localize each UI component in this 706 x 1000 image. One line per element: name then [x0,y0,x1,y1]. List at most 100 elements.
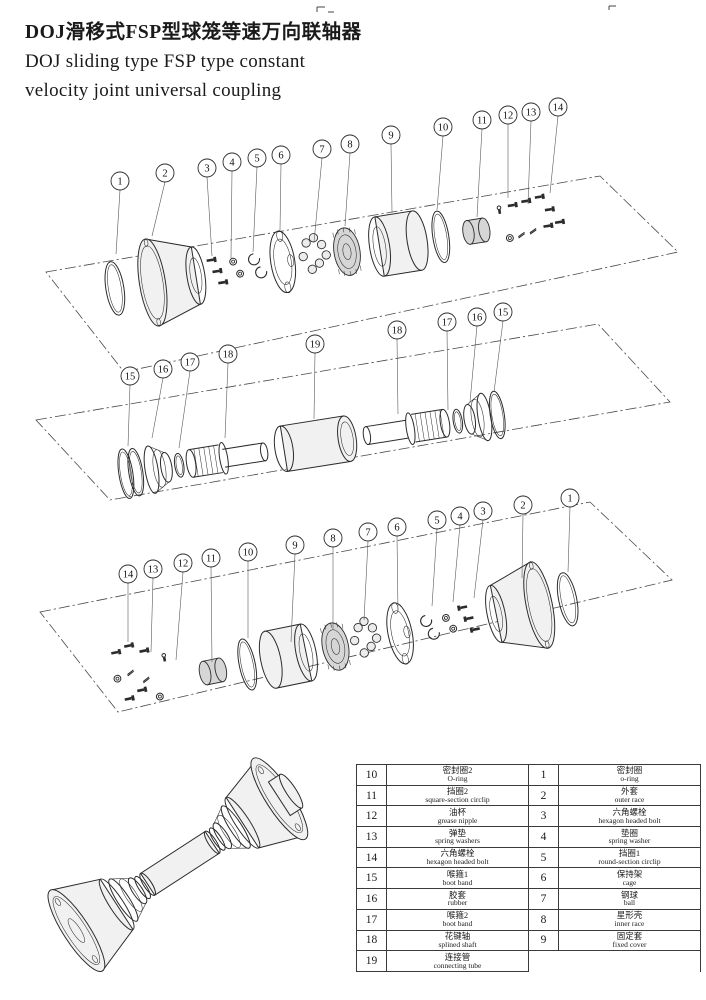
circlip-glyph [419,613,434,628]
part-o-ring [104,261,126,316]
part-name-en: boot band [442,877,473,887]
registration-marks [316,5,616,13]
callout-top-2: 2 [151,163,175,237]
svg-text:18: 18 [392,326,403,337]
svg-text:4: 4 [457,512,463,523]
hex-bolt-glyph [124,695,135,703]
part-number: 13 [357,827,387,847]
callout-bot-10: 10 [238,542,258,638]
washer-glyph [235,269,245,279]
callout-top-1: 1 [110,171,130,255]
callout-top-7: 7 [312,139,332,243]
part-splined-shaft-right [362,408,451,446]
callout-mid-17-left: 17 [178,352,200,449]
exploded-view-top [104,193,566,327]
part-rubber-boot-right [463,392,493,442]
part-name-en: cage [622,877,637,887]
callout-mid-18-left: 18 [218,344,238,439]
part-number: 5 [529,847,559,868]
part-name-en: connecting tube [433,960,482,970]
part-hardware-cluster [496,193,566,243]
part-balls [298,233,331,274]
washer-glyph [505,233,515,243]
drawing-title-en-1: DOJ sliding type FSP type constant [25,51,306,72]
svg-text:14: 14 [123,570,134,581]
drawing-title-cn: DOJ滑移式FSP型球笼等速万向联轴器 [25,22,362,43]
hex-bolt-glyph [212,267,223,275]
part-cage [269,230,297,294]
callout-bot-5: 5 [427,510,447,607]
svg-text:4: 4 [229,158,235,169]
svg-text:13: 13 [148,565,159,576]
washer-glyph [441,613,451,623]
svg-text:7: 7 [319,145,324,156]
hex-bolt-glyph [123,642,135,650]
svg-text:2: 2 [520,501,525,512]
svg-text:13: 13 [526,108,537,119]
part-number: 14 [357,847,387,868]
svg-text:10: 10 [243,548,254,559]
callout-mid-15-right: 15 [493,302,513,393]
part-name-en: splined shaft [438,939,477,949]
part-sleeve [198,657,228,686]
part-o-ring [556,572,579,627]
part-sleeve [462,217,491,245]
callout-top-11: 11 [472,110,492,218]
part-name-en: spring washer [608,836,651,846]
exploded-view-middle [117,390,506,499]
boundary-top [45,175,679,373]
part-name-cn: 喉箍2 [446,910,469,921]
part-inner-race [320,622,351,671]
hex-bolt-glyph [520,197,532,205]
callout-bot-8: 8 [323,528,343,630]
part-inner-race [332,227,362,276]
part-name-en: o-ring [620,774,639,784]
svg-text:6: 6 [278,151,283,162]
part-name-cn: 挡圈1 [618,848,641,859]
title-block: DOJ滑移式FSP型球笼等速万向联轴器 DOJ sliding type FSP… [25,18,362,105]
svg-text:3: 3 [204,164,209,175]
callout-top-3: 3 [197,158,217,257]
part-name-cn: 钢球 [620,889,638,900]
part-name-cn: 六角螺栓 [612,806,647,817]
part-name-cn: 连接管 [444,951,471,962]
washer-glyph [228,257,238,266]
part-name-cn: 密封圈 [616,765,643,776]
grease-nipple-glyph [161,652,168,663]
svg-text:18: 18 [223,350,234,361]
svg-text:14: 14 [553,103,564,114]
part-number: 6 [529,868,559,889]
part-hex-bolts [456,603,481,633]
svg-text:9: 9 [388,131,393,142]
callout-top-6: 6 [271,145,291,231]
part-name-en: rubber [447,898,468,908]
boundary-bottom [39,501,673,713]
svg-text:3: 3 [480,507,485,518]
part-number: 7 [529,889,559,909]
callout-bot-3: 3 [473,501,493,599]
spring-washer-glyph [141,676,151,684]
part-name-en: square-section circlip [425,795,490,805]
part-connecting-tube [273,415,358,473]
part-fixed-cover [368,210,429,277]
part-number: 12 [357,806,387,827]
part-name-cn: 星形壳 [616,910,643,921]
part-outer-race [137,238,207,327]
